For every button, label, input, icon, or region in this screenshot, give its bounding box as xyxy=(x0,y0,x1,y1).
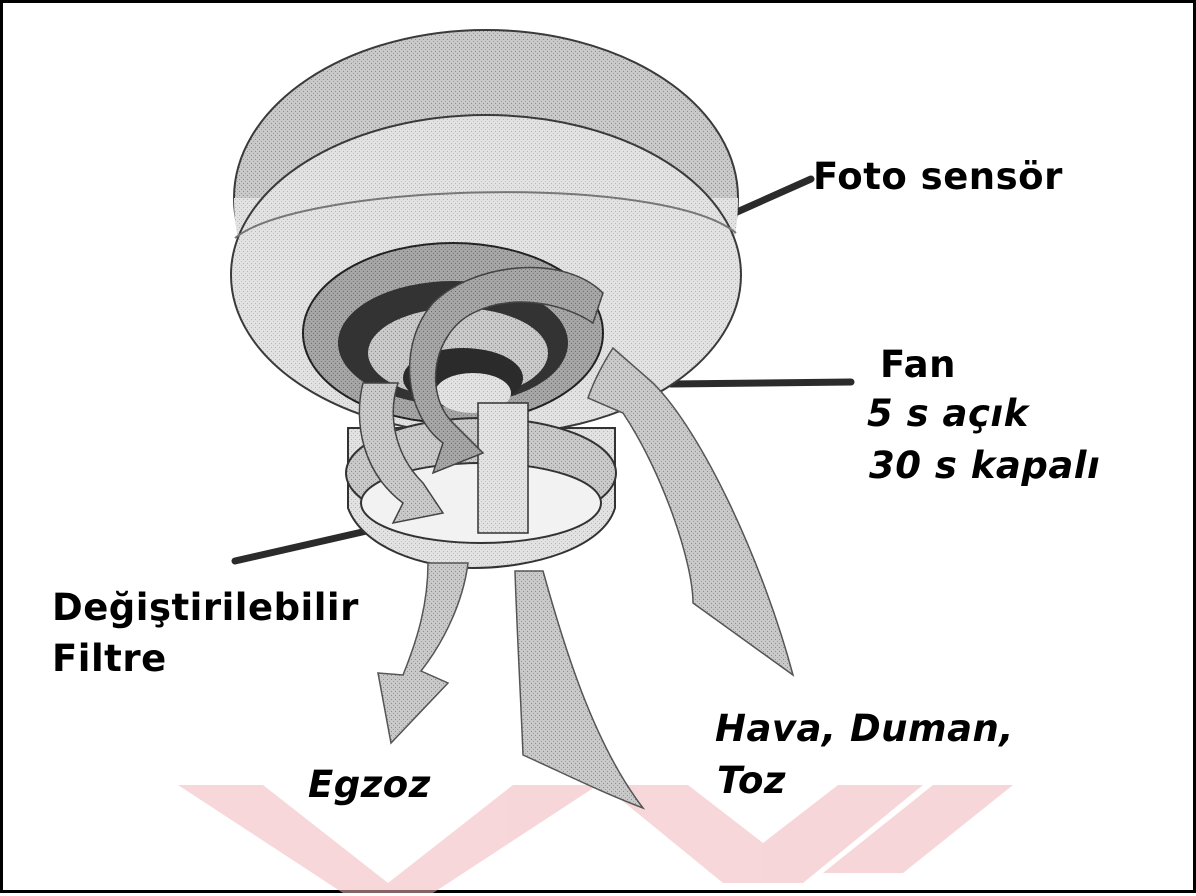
label-dust: Toz xyxy=(717,759,786,802)
label-exhaust: Egzoz xyxy=(308,763,431,806)
label-photo-sensor: Foto sensör xyxy=(813,155,1063,198)
label-fan: Fan xyxy=(880,343,956,386)
leader-line-photo-sensor xyxy=(728,179,811,216)
label-fan-on-duration: 5 s açık xyxy=(867,392,1029,435)
leader-line-filter xyxy=(235,530,371,561)
label-filter: Filtre xyxy=(52,637,167,680)
label-replaceable: Değiştirilebilir xyxy=(52,586,359,629)
exhaust-arrow xyxy=(378,563,468,743)
leader-line-fan xyxy=(671,382,851,384)
label-air-smoke: Hava, Duman, xyxy=(715,707,1014,750)
inflow-arrow xyxy=(515,571,643,808)
label-fan-off-duration: 30 s kapalı xyxy=(869,444,1100,487)
watermark-chevrons xyxy=(178,785,1013,893)
intake-arrow xyxy=(588,348,793,675)
